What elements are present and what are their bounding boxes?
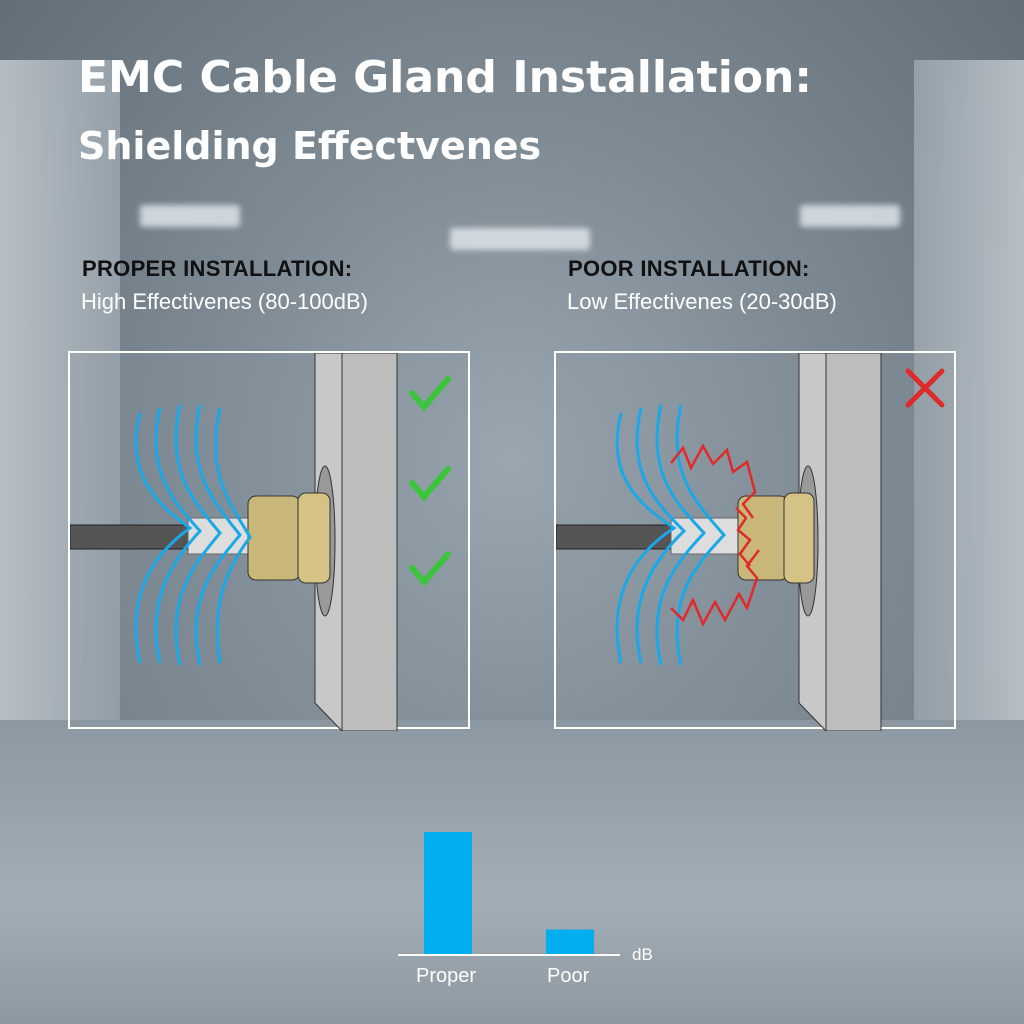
ceiling-light — [800, 205, 900, 227]
poor-subtitle: Low Effectivenes (20-30dB) — [567, 289, 837, 314]
ceiling-light — [140, 205, 240, 227]
tick-label-poor: Poor — [547, 965, 590, 987]
proper-heading: PROPER INSTALLATION: — [82, 256, 353, 281]
cross-icon — [905, 368, 945, 408]
cable-gland-body — [297, 492, 331, 584]
poor-illustration — [556, 353, 945, 731]
poor-heading: POOR INSTALLATION: — [568, 256, 810, 281]
proper-installation-panel — [68, 351, 470, 731]
poor-installation-panel — [554, 351, 956, 731]
leakage-zigzag — [670, 443, 760, 627]
cable-gland-nut — [247, 495, 301, 581]
cable — [556, 524, 687, 550]
effectiveness-bar-chart: Proper Poor dB — [390, 820, 670, 1000]
cable-gland-body — [783, 492, 815, 584]
title-line-1: EMC Cable Gland Installation: — [78, 52, 812, 103]
tick-label-proper: Proper — [416, 965, 477, 987]
unit-label: dB — [632, 945, 653, 964]
proper-subtitle: High Effectivenes (80-100dB) — [81, 289, 368, 314]
title-line-2: Shielding Effectvenes — [78, 124, 542, 168]
enclosure-wall — [314, 353, 398, 731]
checkmark-icon — [409, 376, 451, 587]
background-floor — [0, 720, 1024, 1024]
cable-shield-braid — [670, 517, 742, 555]
ceiling-light — [450, 228, 590, 250]
proper-illustration — [70, 353, 451, 731]
bar-poor — [546, 929, 594, 954]
field-lines — [134, 404, 252, 666]
bar-proper — [424, 832, 472, 954]
field-lines — [615, 404, 727, 666]
chart-plot — [398, 832, 620, 956]
